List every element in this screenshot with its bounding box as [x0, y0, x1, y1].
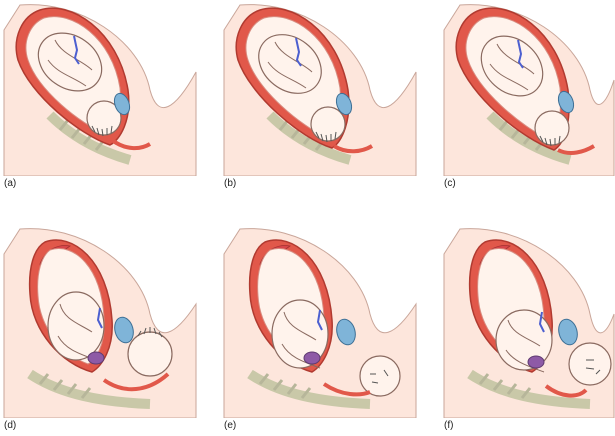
- panel-label-b: (b): [224, 178, 236, 190]
- fetal-head: [535, 111, 569, 145]
- birth-stage-panel-b: (b): [220, 0, 420, 210]
- birth-illustration-d: [0, 224, 200, 418]
- panel-label-e: (e): [224, 420, 236, 432]
- fetal-head: [360, 356, 400, 396]
- birth-stage-panel-e: (e): [220, 224, 420, 434]
- birth-illustration-a: [0, 0, 200, 176]
- panel-label-d: (d): [4, 420, 16, 432]
- birth-stage-panel-a: (a): [0, 0, 200, 210]
- birth-illustration-c: [440, 0, 615, 176]
- birth-illustration-e: [220, 224, 420, 418]
- birth-illustration-f: [440, 224, 615, 418]
- fetal-body: [48, 292, 104, 360]
- birth-stage-panel-f: (f): [440, 224, 615, 434]
- birth-stage-panel-d: (d): [0, 224, 200, 434]
- fetal-head: [311, 107, 345, 141]
- panel-label-c: (c): [444, 178, 456, 190]
- fetal-head: [569, 343, 611, 385]
- birth-illustration-b: [220, 0, 420, 176]
- intestine: [88, 352, 104, 364]
- fetal-head: [128, 332, 172, 376]
- intestine: [304, 352, 320, 364]
- panel-label-a: (a): [4, 178, 16, 190]
- birth-stage-panel-c: (c): [440, 0, 615, 210]
- intestine: [528, 356, 544, 368]
- panel-label-f: (f): [444, 420, 453, 432]
